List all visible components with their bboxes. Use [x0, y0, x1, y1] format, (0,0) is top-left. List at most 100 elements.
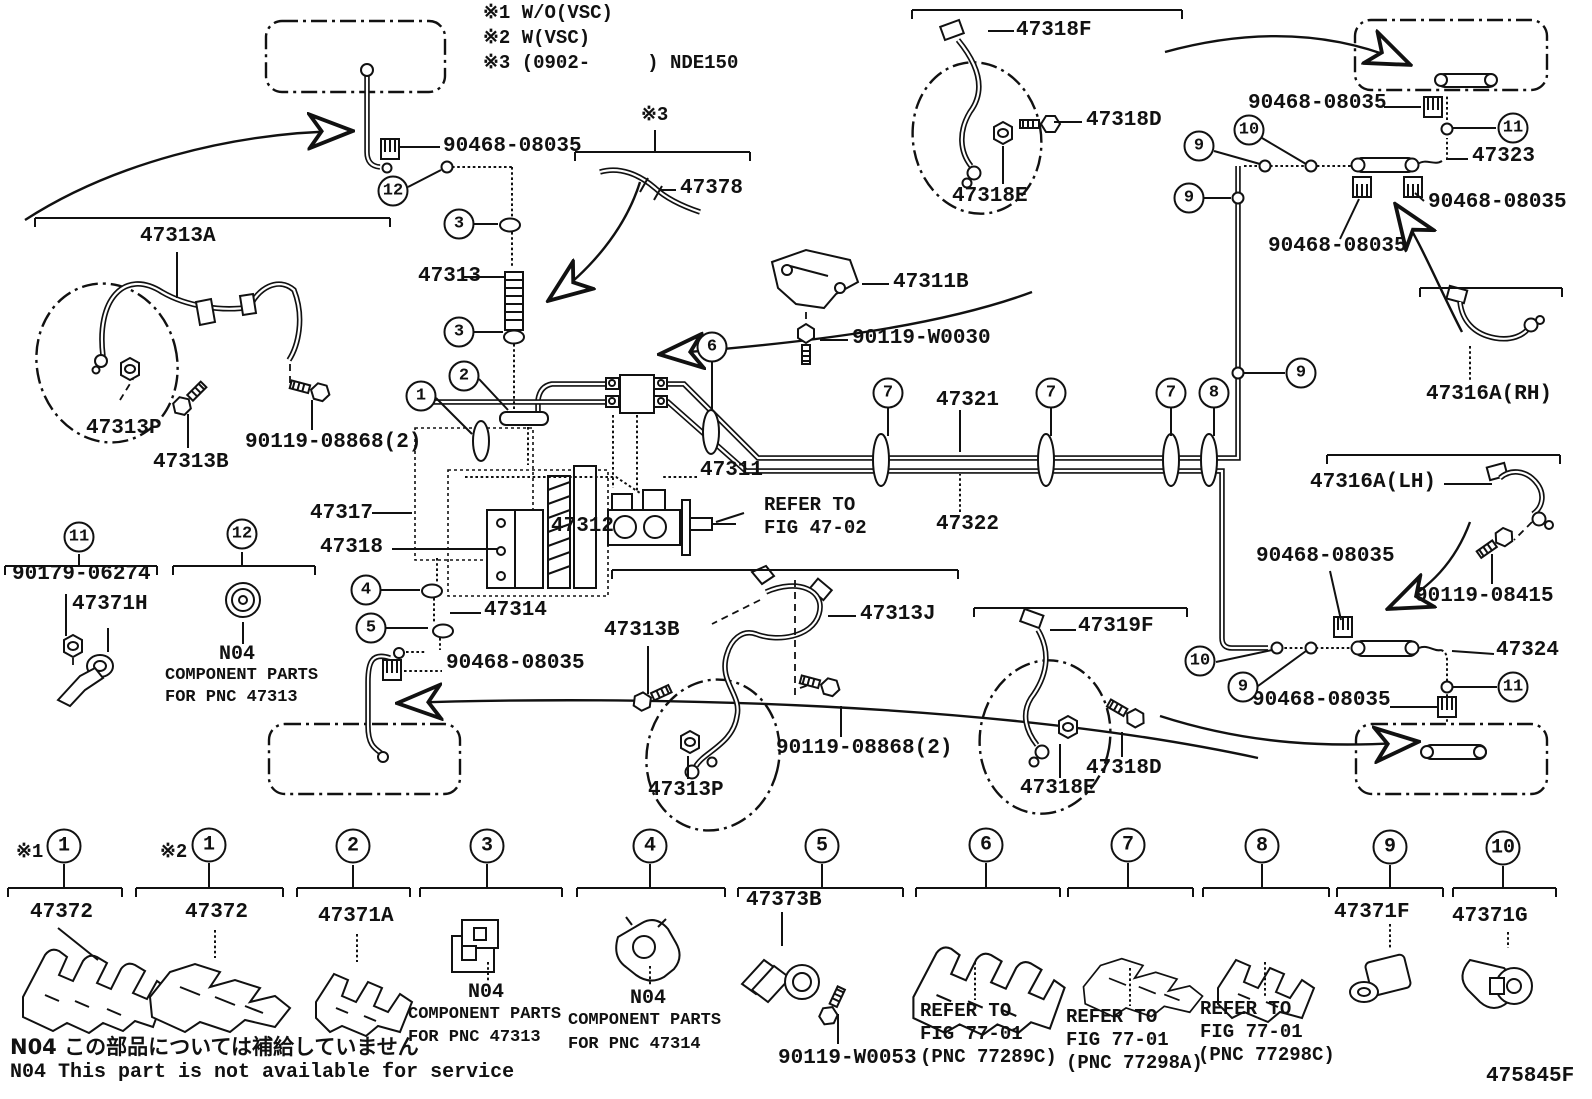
hose-47316a-rh: [1445, 284, 1545, 380]
label-47317: 47317: [310, 502, 374, 525]
label-note3-marker: ※3: [641, 104, 669, 126]
leader-lines: [65, 30, 1497, 779]
callout-5-a: 5: [355, 612, 387, 644]
label-90468-08035-mr: 90468-08035: [1256, 545, 1395, 568]
abs-actuator: [414, 427, 609, 597]
label-n04-left: N04: [219, 643, 256, 666]
bracket-47311b: [770, 248, 860, 365]
callout-11-b: 11: [1497, 671, 1529, 703]
legend-callout-10: 10: [1485, 830, 1521, 866]
callout-9-b: 9: [1173, 182, 1205, 214]
label-90468-08035-tr1: 90468-08035: [1248, 92, 1387, 115]
label-47324: 47324: [1496, 639, 1560, 662]
callout-3-a: 3: [443, 208, 475, 240]
note-nde150: ※3 (0902- ) NDE150: [483, 52, 739, 74]
label-47371f: 47371F: [1334, 901, 1410, 924]
label-47321: 47321: [936, 389, 1000, 412]
hose-47318f: [938, 18, 1061, 189]
callout-7-a: 7: [872, 377, 904, 409]
legend-callout-3: 3: [469, 828, 505, 864]
label-47318d-2: 47318D: [1086, 757, 1162, 780]
callout-10-a: 10: [1233, 114, 1265, 146]
label-refer-i8c: (PNC 77298C): [1198, 1044, 1335, 1066]
connector-47324: [1270, 640, 1487, 760]
label-47322: 47322: [936, 513, 1000, 536]
label-47311b: 47311B: [893, 271, 969, 294]
master-cylinder: [465, 476, 736, 556]
legend-callout-9: 9: [1372, 829, 1408, 865]
label-comp-i4b: FOR PNC 47314: [568, 1035, 701, 1054]
note-w-vsc: ※2 W(VSC): [483, 27, 591, 49]
legend-brackets: [7, 863, 1557, 897]
label-47316a-rh: 47316A(RH): [1426, 383, 1553, 406]
legend-callout-1b: 1: [191, 827, 227, 863]
label-90468-08035-br: 90468-08035: [1252, 689, 1391, 712]
label-47314: 47314: [484, 599, 548, 622]
legend-callout-8: 8: [1244, 828, 1280, 864]
label-comp-i4a: COMPONENT PARTS: [568, 1011, 722, 1030]
label-n04-i4: N04: [630, 987, 667, 1010]
legend-grommet-47314: [615, 916, 681, 982]
label-47313j: 47313J: [860, 603, 936, 626]
label-47319f: 47319F: [1078, 615, 1154, 638]
label-90468-08035-tl: 90468-08035: [443, 135, 582, 158]
label-47323: 47323: [1472, 145, 1536, 168]
callout-12-a: 12: [377, 175, 409, 207]
label-47311: 47311: [700, 459, 764, 482]
note-wo-vsc: ※1 W/O(VSC): [483, 2, 613, 24]
legend-callout-4: 4: [632, 828, 668, 864]
label-47312: 47312: [551, 515, 615, 538]
label-refer-i8a: REFER TO: [1200, 998, 1292, 1020]
label-47318: 47318: [320, 536, 384, 559]
callout-1-a: 1: [405, 380, 437, 412]
figure-code: 475845F: [1486, 1065, 1575, 1088]
label-47313b-2: 47313B: [604, 619, 680, 642]
label-47371g: 47371G: [1452, 905, 1528, 928]
label-90119-08868-1: 90119-08868(2): [245, 431, 422, 454]
hose-47316a-lh: [1333, 461, 1554, 638]
label-refer-i6b: FIG 77-01: [920, 1023, 1023, 1045]
label-refer-i8b: FIG 77-01: [1200, 1021, 1303, 1043]
footer-note-japanese: N04 この部品については補給していません: [10, 1035, 419, 1059]
left-parts-11-12: [56, 582, 261, 708]
label-90468-08035-mid: 90468-08035: [446, 652, 585, 675]
label-n04-i3: N04: [468, 981, 505, 1004]
hose-47313j: [629, 564, 843, 780]
label-refer-i7a: REFER TO: [1066, 1006, 1158, 1028]
legend-callout-6: 6: [968, 827, 1004, 863]
footer-note-english: N04 This part is not available for servi…: [10, 1061, 515, 1084]
label-note1-marker: ※1: [16, 841, 44, 863]
legend-clip-47371g: [1461, 958, 1533, 1009]
label-refer-i6a: REFER TO: [920, 1000, 1012, 1022]
label-refer-4702b: FIG 47-02: [764, 517, 867, 539]
label-90119-w0030: 90119-W0030: [852, 327, 991, 350]
legend-part-glyphs: [22, 916, 1533, 1037]
label-refer-i7c: (PNC 77298A): [1066, 1052, 1203, 1074]
legend-callout-1a: 1: [46, 828, 82, 864]
legend-callout-7: 7: [1110, 827, 1146, 863]
callout-2-a: 2: [448, 360, 480, 392]
label-47378: 47378: [680, 177, 744, 200]
label-90119-w0053: 90119-W0053: [778, 1047, 917, 1070]
label-refer-i6c: (PNC 77289C): [920, 1046, 1057, 1068]
clamp-ovals: [472, 409, 1218, 487]
callout-3-b: 3: [443, 316, 475, 348]
label-47313a: 47313A: [140, 225, 216, 248]
callout-7-b: 7: [1035, 377, 1067, 409]
label-47373b: 47373B: [746, 889, 822, 912]
label-47372-2: 47372: [185, 901, 249, 924]
label-47371a: 47371A: [318, 905, 394, 928]
section-brackets: [4, 9, 1563, 617]
hose-47319f: [1018, 607, 1149, 768]
callout-11-a: 11: [1497, 112, 1529, 144]
label-90119-08415: 90119-08415: [1415, 585, 1554, 608]
legend-connector-47313: [451, 919, 499, 973]
legend-callout-5: 5: [804, 828, 840, 864]
callout-9-d: 9: [1227, 671, 1259, 703]
label-90468-08035-tr3: 90468-08035: [1268, 235, 1407, 258]
label-47318f: 47318F: [1016, 19, 1092, 42]
label-comp-i3a: COMPONENT PARTS: [408, 1005, 562, 1024]
label-47372-1: 47372: [30, 901, 94, 924]
